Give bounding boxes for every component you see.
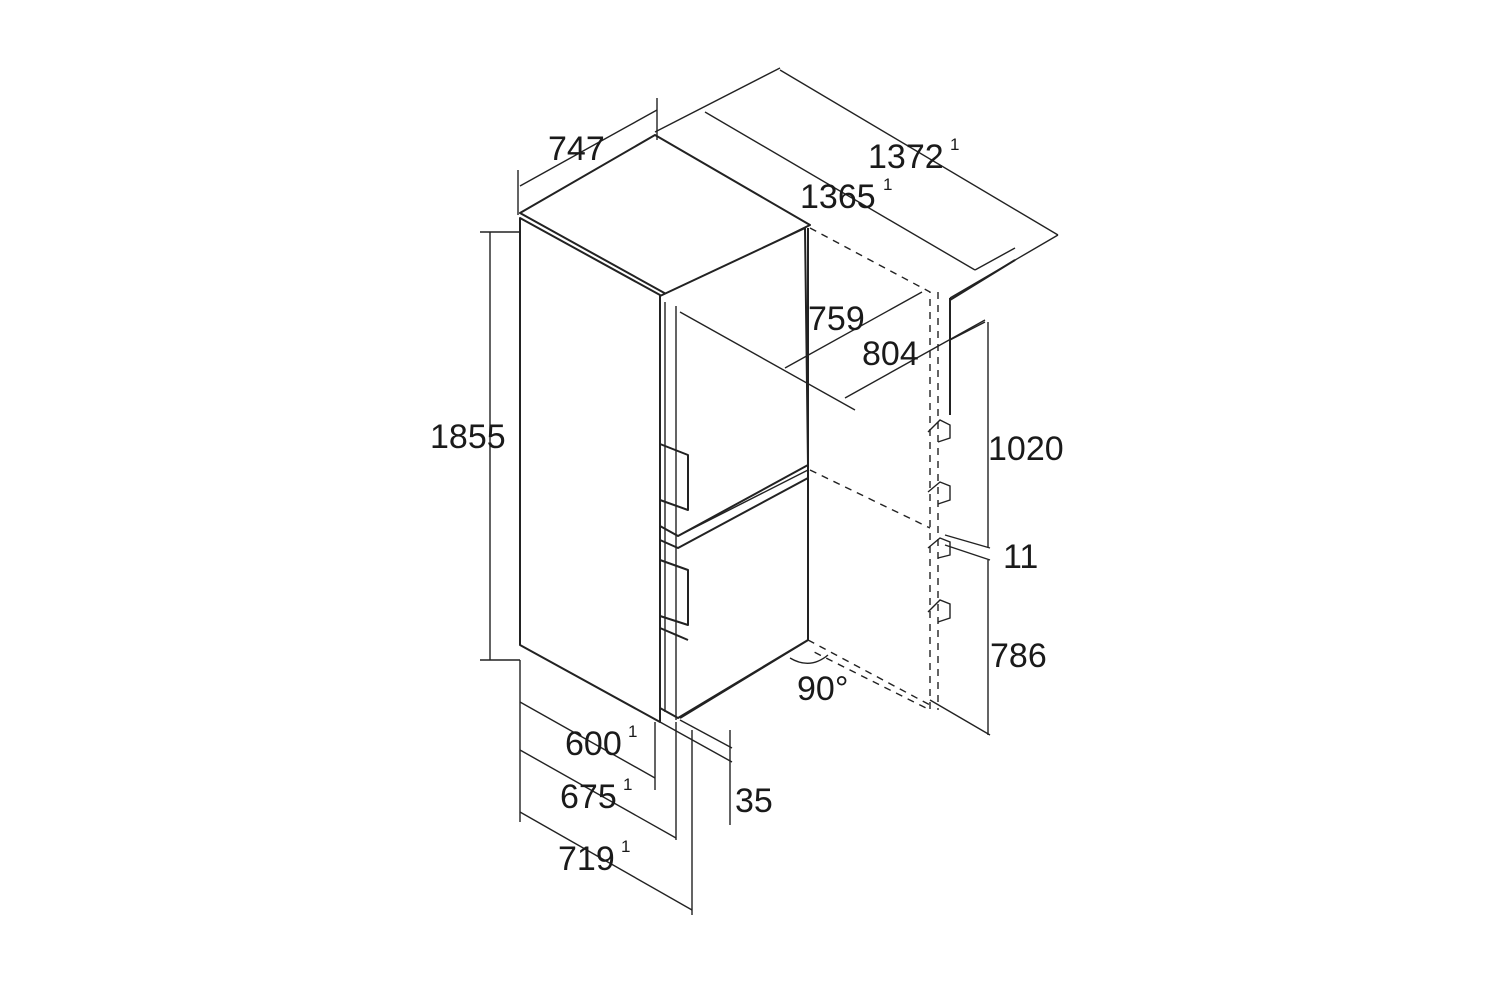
label-door-swing-b: 804 [862,335,919,373]
lower-handle [659,559,689,626]
door-swing-ref [679,311,856,411]
fridge-upper-door [659,227,809,537]
dim-line-1372 [779,69,1059,236]
label-depth-body: 600 [565,725,622,763]
dimension-lines [480,67,1059,915]
label-width-top: 747 [548,130,605,168]
door-bin-4 [927,599,951,623]
label-door-angle: 90° [797,670,848,708]
label-gap: 11 [1003,538,1038,576]
dimension-labels: 747 1372 1 1365 1 759 804 1855 1020 11 7… [430,130,1064,878]
dim-line-675 [519,749,677,839]
label-height-total: 1855 [430,418,506,456]
label-total-depth-a: 1372 [868,138,944,176]
dim-line-719 [519,811,693,911]
label-total-depth-b: 1365 [800,178,876,216]
dim-line-747 [519,109,658,187]
label-height-freezer: 786 [990,637,1047,675]
door-bin-2 [927,481,951,505]
fridge-side-face [519,217,661,723]
label-handle-offset: 35 [735,782,773,820]
label-depth-body-mark: 1 [628,722,637,741]
door-split-line [677,469,809,537]
door-handles [659,443,689,641]
fridge-top-face [519,134,811,296]
fridge-doors [659,227,809,720]
lower-handle-return [659,620,689,641]
open-door-inner [809,469,931,529]
dim-line-759 [784,291,923,369]
door-bin-1 [927,419,951,443]
open-door-top [809,227,931,712]
label-door-swing-a: 759 [808,300,865,338]
dim-line-1365 [704,111,976,271]
upper-handle [659,443,689,511]
dim-line-804 [844,319,986,399]
label-depth-with-door-mark: 1 [623,775,632,794]
dim-line-600 [519,701,656,779]
door-bin-3 [927,537,951,559]
label-depth-with-handle-mark: 1 [621,837,630,856]
label-depth-with-door: 675 [560,778,617,816]
door-angle-arc [789,654,829,664]
label-height-fridge: 1020 [988,430,1064,468]
label-total-depth-a-mark: 1 [950,135,959,154]
label-depth-with-handle: 719 [558,840,615,878]
label-total-depth-b-mark: 1 [883,175,892,194]
